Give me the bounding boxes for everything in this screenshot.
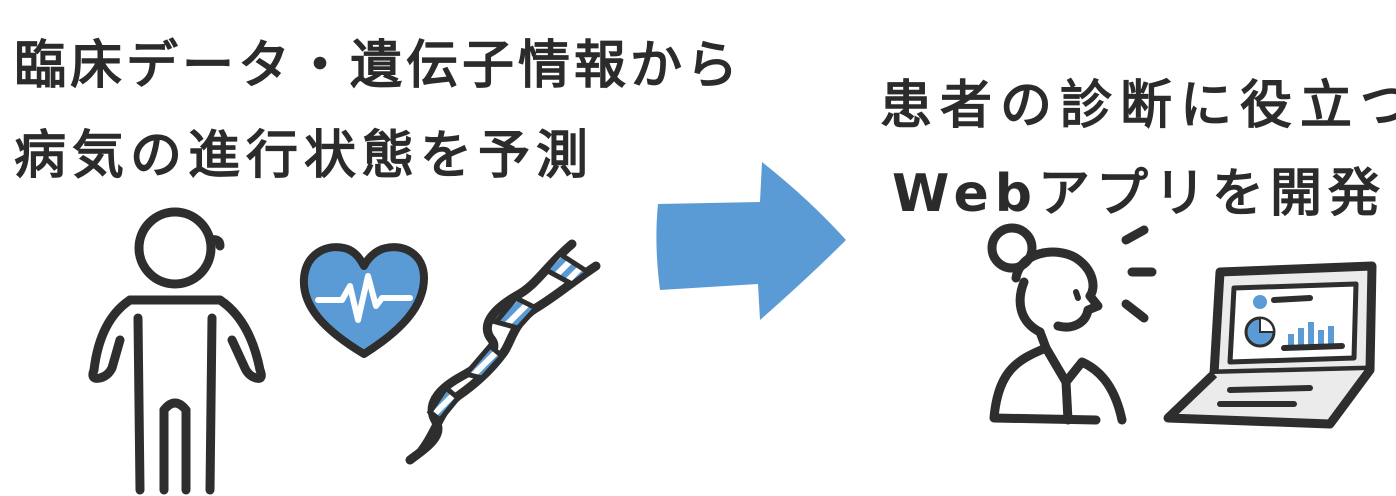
left-caption-line-2: 病気の進行状態を予測 xyxy=(14,126,595,186)
left-caption-line-1: 臨床データ・遺伝子情報から xyxy=(14,36,743,96)
heart-pulse-icon xyxy=(299,243,428,358)
right-caption-line-1: 患者の診断に役立つ xyxy=(880,76,1396,136)
doctor-icon xyxy=(987,223,1157,425)
right-caption-line-2: Webアプリを開発 xyxy=(892,164,1386,224)
person-icon xyxy=(88,207,266,495)
arrow-right-icon xyxy=(656,162,846,320)
dna-icon xyxy=(405,239,601,465)
laptop-dashboard-icon xyxy=(1163,261,1377,429)
